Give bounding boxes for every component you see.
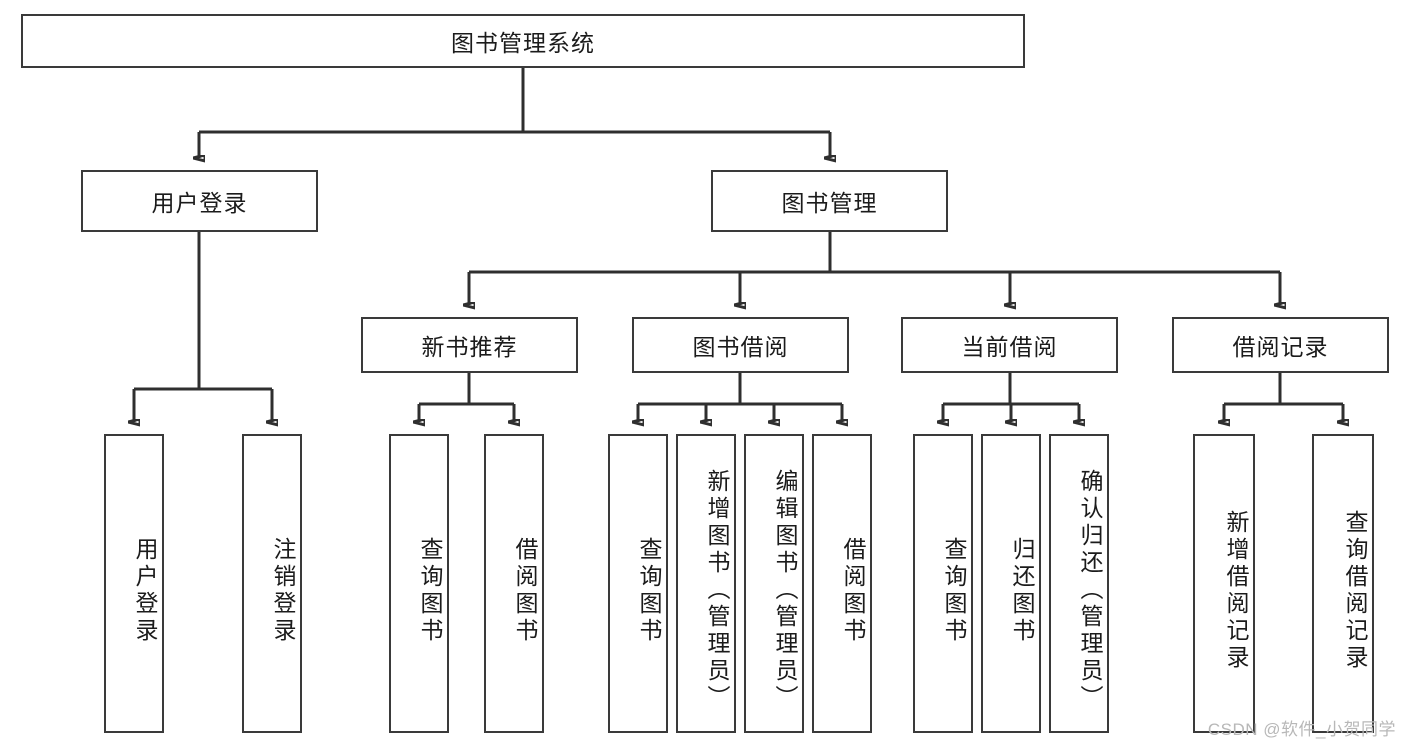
node-book-management[interactable]: 图书管理 [711,170,948,232]
leaf-book-borrow-add[interactable]: 新增图书（管理员） [676,434,736,733]
leaf-current-borrow-query[interactable]: 查询图书 [913,434,973,733]
node-label: 归还图书 [1009,536,1035,645]
leaf-user-login-login[interactable]: 用户登录 [104,434,164,733]
node-label: 用户登录 [132,536,158,645]
csdn-watermark: CSDN @软件_小贺同学 [1207,720,1396,739]
node-label: 新书推荐 [421,334,518,360]
node-label: 借阅图书 [840,536,866,645]
node-label: 图书管理系统 [451,30,595,56]
node-user-login[interactable]: 用户登录 [81,170,318,232]
leaf-new-book-borrow[interactable]: 借阅图书 [484,434,544,733]
node-label: 用户登录 [151,190,248,216]
node-label: 图书借阅 [692,334,789,360]
leaf-borrow-record-query[interactable]: 查询借阅记录 [1312,434,1374,733]
node-label: 借阅记录 [1232,334,1329,360]
node-current-borrow[interactable]: 当前借阅 [901,317,1118,373]
node-label: 注销登录 [270,536,296,645]
leaf-current-borrow-return[interactable]: 归还图书 [981,434,1041,733]
node-label: 编辑图书（管理员） [772,469,798,712]
node-new-book-recommend[interactable]: 新书推荐 [361,317,578,373]
leaf-current-borrow-confirm-return[interactable]: 确认归还（管理员） [1049,434,1109,733]
node-label: 确认归还（管理员） [1077,469,1103,712]
node-label: 新增图书（管理员） [704,469,730,712]
leaf-book-borrow-edit[interactable]: 编辑图书（管理员） [744,434,804,733]
leaf-book-borrow-borrow[interactable]: 借阅图书 [812,434,872,733]
node-label: 当前借阅 [961,334,1058,360]
node-label: 查询图书 [941,536,967,645]
node-label: 查询图书 [417,536,443,645]
leaf-borrow-record-add[interactable]: 新增借阅记录 [1193,434,1255,733]
node-label: 查询图书 [636,536,662,645]
node-borrow-record[interactable]: 借阅记录 [1172,317,1389,373]
node-root-system[interactable]: 图书管理系统 [21,14,1025,68]
node-book-borrow[interactable]: 图书借阅 [632,317,849,373]
leaf-user-login-logout[interactable]: 注销登录 [242,434,302,733]
node-label: 查询借阅记录 [1342,509,1368,672]
node-label: 借阅图书 [512,536,538,645]
leaf-book-borrow-query[interactable]: 查询图书 [608,434,668,733]
leaf-new-book-query[interactable]: 查询图书 [389,434,449,733]
node-label: 新增借阅记录 [1223,509,1249,672]
node-label: 图书管理 [781,190,878,216]
